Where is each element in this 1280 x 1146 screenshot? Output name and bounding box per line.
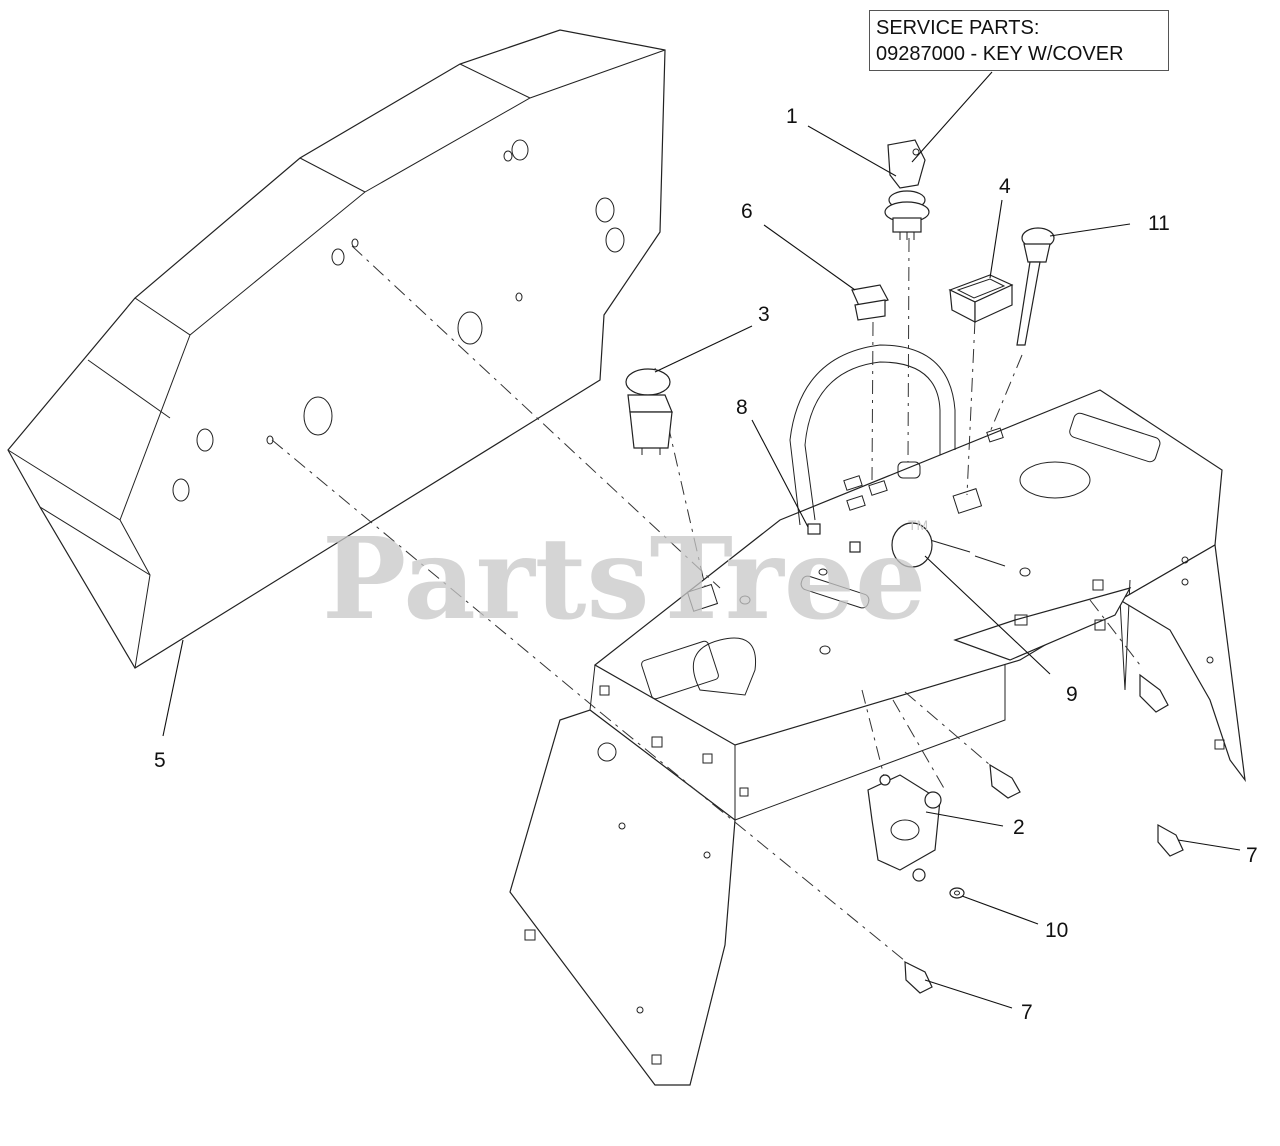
bracket-part-2 (867, 774, 942, 882)
washer-part-10 (949, 887, 965, 899)
callout-labels: 1 2 3 4 5 6 7 7 8 9 10 11 (154, 105, 1258, 1024)
watermark-text: PartsTree (322, 514, 926, 645)
console-cover-part-5 (7, 29, 666, 669)
service-parts-heading: SERVICE PARTS: (876, 17, 1040, 39)
service-parts-box: SERVICE PARTS: 09287000 - KEY W/COVER (869, 10, 1169, 71)
callout-8: 8 (736, 396, 748, 419)
callout-6: 6 (741, 200, 753, 223)
callout-7-bottom: 7 (1021, 1001, 1033, 1024)
screw-part-7 (904, 673, 1184, 994)
service-parts-item: 09287000 - KEY W/COVER (876, 43, 1124, 65)
bolt-part-8 (807, 523, 861, 553)
knob-part-9 (891, 522, 933, 568)
callout-10: 10 (1045, 919, 1068, 942)
rocker-switch-part-4 (948, 274, 1014, 323)
callout-4: 4 (999, 175, 1011, 198)
small-switch-part-6 (851, 284, 889, 321)
key-switch-part-1 (884, 139, 930, 240)
callout-1: 1 (786, 105, 798, 128)
plug-part-11 (1016, 227, 1055, 346)
callout-2: 2 (1013, 816, 1025, 839)
watermark: PartsTree TM (322, 514, 928, 645)
callout-5: 5 (154, 749, 166, 772)
callout-7-right: 7 (1246, 844, 1258, 867)
watermark-tm: TM (908, 517, 928, 533)
callout-9: 9 (1066, 683, 1078, 706)
callout-11: 11 (1148, 212, 1170, 235)
control-panel-frame (509, 344, 1246, 1086)
callout-3: 3 (758, 303, 770, 326)
leader-lines (162, 71, 1241, 1009)
pto-switch-part-3 (625, 368, 673, 455)
